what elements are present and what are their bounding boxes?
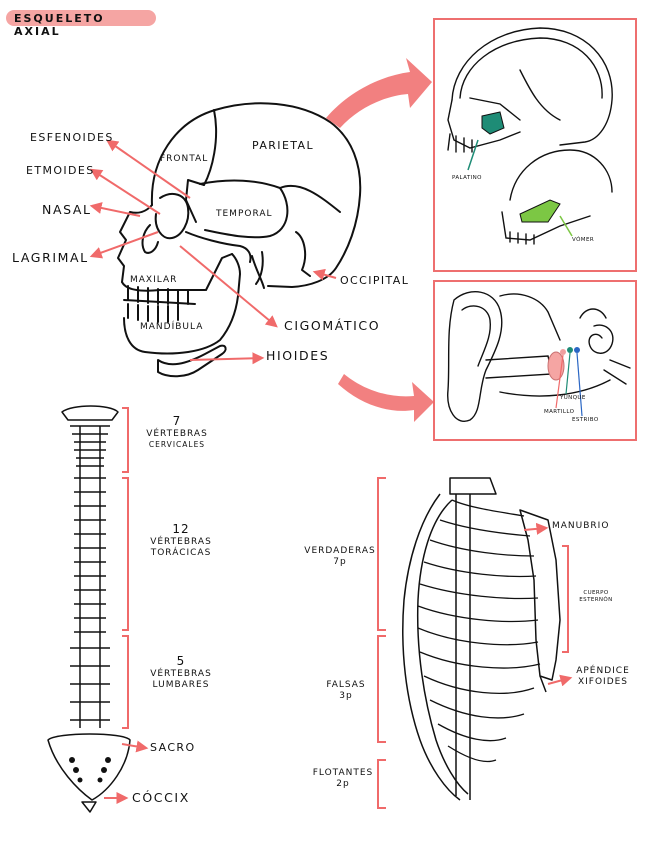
label-vomer: VÓMER (572, 237, 595, 243)
incus-dot (567, 347, 573, 353)
label-esfenoides: ESFENOIDES (30, 131, 114, 144)
lumbar-count: 5 (176, 654, 186, 668)
ribcage-drawing (402, 477, 561, 801)
vomer-pointer (559, 215, 573, 237)
martillo-pointer (555, 354, 564, 409)
spine-brackets (122, 407, 129, 729)
label-apendice-xifoides: APÉNDICE XIFOIDES (570, 666, 636, 689)
label-thoracic: 12 VÉRTEBRAS TORÁCICAS (138, 522, 224, 560)
flotantes-text: FLOTANTES (312, 768, 374, 778)
skull-drawing (117, 102, 362, 378)
thoracic-count: 12 (172, 522, 190, 536)
palatine-shape (481, 111, 505, 135)
cervical-line2: CERVICALES (148, 440, 206, 450)
apendice-arrow (547, 674, 573, 687)
estribo-pointer (576, 352, 583, 417)
manubrio-arrow (523, 522, 549, 535)
label-temporal: TEMPORAL (216, 209, 273, 219)
falsas-text: FALSAS (326, 680, 366, 690)
label-cigomatico: CIGOMÁTICO (284, 318, 381, 333)
label-mandibula: MANDÍBULA (140, 322, 204, 332)
label-coccix: CÓCCIX (132, 790, 190, 805)
eardrum-shape (547, 351, 565, 381)
label-etmoides: ETMOIDES (26, 164, 95, 177)
label-lumbar: 5 VÉRTEBRAS LUMBARES (138, 654, 224, 692)
spine-drawing (47, 405, 131, 813)
thoracic-line1: VÉRTEBRAS (150, 537, 212, 547)
label-sacro: SACRO (150, 741, 196, 754)
page-title-text: ESQUELETO AXIAL (14, 12, 105, 38)
sacro-arrow (121, 740, 149, 753)
label-martillo: MARTILLO (544, 409, 575, 415)
label-cuerpo-esternon: CUERPO ESTERNÓN (568, 590, 624, 604)
lumbar-line1: VÉRTEBRAS (150, 669, 212, 679)
yunque-pointer (565, 352, 571, 395)
big-arrow-bottom (338, 374, 434, 422)
big-arrow-top (326, 58, 432, 128)
label-occipital: OCCIPITAL (340, 274, 410, 287)
apendice-line1: APÉNDICE (576, 666, 630, 676)
label-cervical: 7 VÉRTEBRAS CERVICALES (138, 414, 216, 450)
label-verdaderas: VERDADERAS 7p (300, 546, 380, 569)
label-flotantes: FLOTANTES 2p (306, 768, 380, 791)
falsas-count: 3p (339, 691, 353, 702)
label-manubrio: MANUBRIO (552, 521, 610, 531)
cervical-count: 7 (172, 414, 182, 428)
ear-inset-box (433, 280, 637, 441)
sacral-foramina (69, 757, 111, 783)
skull-section-drawing (447, 27, 613, 245)
rib-brackets (377, 477, 569, 809)
thoracic-line2: TORÁCICAS (150, 548, 212, 559)
label-nasal: NASAL (42, 202, 92, 217)
verdaderas-text: VERDADERAS (304, 546, 376, 556)
verdaderas-count: 7p (333, 557, 347, 568)
cuerpo-line2: ESTERNÓN (579, 596, 613, 603)
ear-drawing (447, 291, 631, 422)
lumbar-line2: LUMBARES (152, 680, 210, 691)
label-yunque: YUNQUE (560, 395, 586, 401)
label-lagrimal: LAGRIMAL (12, 250, 89, 265)
label-maxilar: MAXILAR (130, 275, 178, 285)
malleus-dot (560, 349, 566, 355)
cuerpo-line1: CUERPO (583, 590, 609, 596)
palatine-pointer (467, 139, 479, 171)
label-falsas: FALSAS 3p (316, 680, 376, 703)
label-frontal: FRONTAL (160, 154, 209, 164)
vomer-shape (519, 199, 561, 223)
label-hioides: HIOIDES (266, 348, 330, 363)
flotantes-count: 2p (336, 779, 350, 790)
label-palatino: PALATINO (452, 175, 482, 181)
page-title: ESQUELETO AXIAL (6, 10, 156, 38)
skull-arrows (89, 139, 337, 365)
cervical-line1: VÉRTEBRAS (146, 429, 208, 439)
stapes-dot (574, 347, 580, 353)
apendice-line2: XIFOIDES (577, 677, 629, 688)
label-estribo: ESTRIBO (572, 417, 599, 423)
label-parietal: PARIETAL (252, 139, 315, 152)
